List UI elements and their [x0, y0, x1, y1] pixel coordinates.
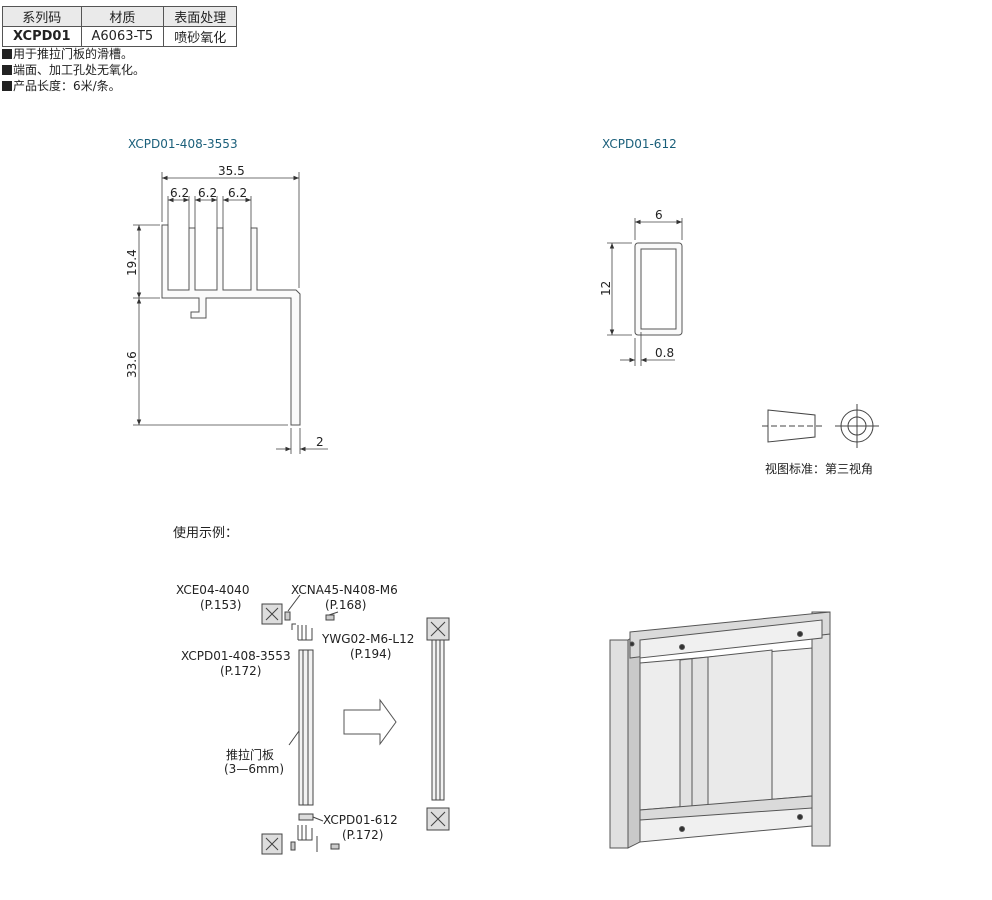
right-profile-drawing — [634, 242, 683, 336]
left-profile-dimensions — [133, 172, 328, 454]
label-xcpd408: XCPD01-408-3553 — [181, 649, 291, 663]
label-xcna: XCNA45-N408-M6 — [291, 583, 398, 597]
label-xce: XCE04-4040 — [176, 583, 250, 597]
left-profile-outline — [161, 224, 301, 426]
right-profile-dimensions — [607, 218, 683, 366]
label-ywg-page: (P.194) — [350, 647, 392, 661]
label-panel-range: (3—6mm) — [224, 762, 285, 776]
left-dimension-labels: 35.5 6.2 6.2 6.2 19.4 33.6 2 — [125, 164, 324, 449]
header-surface: 表面处理 — [163, 6, 238, 27]
square-bullet-icon — [2, 65, 12, 75]
dim-width-label: 35.5 — [218, 164, 245, 178]
left-profile-drawing — [161, 224, 301, 426]
dim-wall-label: 2 — [316, 435, 324, 449]
header-series: 系列码 — [2, 6, 82, 27]
right-dimension-labels: 6 12 0.8 — [599, 208, 674, 360]
header-material: 材质 — [80, 6, 165, 27]
assembled-sliding-door — [609, 611, 831, 849]
label-ywg: YWG02-M6-L12 — [322, 632, 415, 646]
dim-right-height-label: 12 — [599, 281, 613, 296]
dim-right-width-label: 6 — [655, 208, 663, 222]
exploded-assembly — [261, 594, 340, 855]
label-panel: 推拉门板 — [226, 748, 275, 762]
note-item: 端面、加工孔处无氧化。 — [2, 62, 145, 78]
dim-lower-height-label: 33.6 — [125, 351, 139, 378]
dim-right-wall-label: 0.8 — [655, 346, 674, 360]
assembly-arrow-icon — [343, 698, 397, 746]
door-panel-exploded — [298, 649, 314, 806]
notes: 用于推拉门板的滑槽。 端面、加工孔处无氧化。 产品长度：6米/条。 — [2, 46, 145, 94]
cell-surface: 喷砂氧化 — [163, 26, 238, 47]
label-xcpd612: XCPD01-612 — [323, 813, 398, 827]
note-item: 产品长度：6米/条。 — [2, 78, 145, 94]
note-item: 用于推拉门板的滑槽。 — [2, 46, 145, 62]
spec-table-header: 系列码 材质 表面处理 — [2, 6, 238, 27]
spec-table: 系列码 材质 表面处理 XCPD01 A6063-T5 喷砂氧化 — [2, 6, 238, 47]
dim-slot1-label: 6.2 — [170, 186, 189, 200]
cell-series: XCPD01 — [2, 26, 82, 47]
right-profile-inner — [640, 248, 677, 330]
projection-label: 视图标准：第三视角 — [765, 462, 874, 476]
square-bullet-icon — [2, 49, 12, 59]
assembled-frame-side — [426, 617, 450, 831]
label-xcna-page: (P.168) — [325, 598, 367, 612]
third-angle-projection-icon — [762, 404, 879, 448]
spec-table-row: XCPD01 A6063-T5 喷砂氧化 — [2, 26, 238, 47]
dim-slot3-label: 6.2 — [228, 186, 247, 200]
left-profile-title: XCPD01-408-3553 — [128, 137, 238, 151]
square-bullet-icon — [2, 81, 12, 91]
usage-title: 使用示例： — [173, 526, 239, 541]
cell-material: A6063-T5 — [80, 26, 165, 47]
right-profile-title: XCPD01-612 — [602, 137, 677, 151]
dim-slot2-label: 6.2 — [198, 186, 217, 200]
label-xcpd612-page: (P.172) — [342, 828, 384, 842]
dim-upper-height-label: 19.4 — [125, 249, 139, 276]
label-xcpd408-page: (P.172) — [220, 664, 262, 678]
label-xce-page: (P.153) — [200, 598, 242, 612]
